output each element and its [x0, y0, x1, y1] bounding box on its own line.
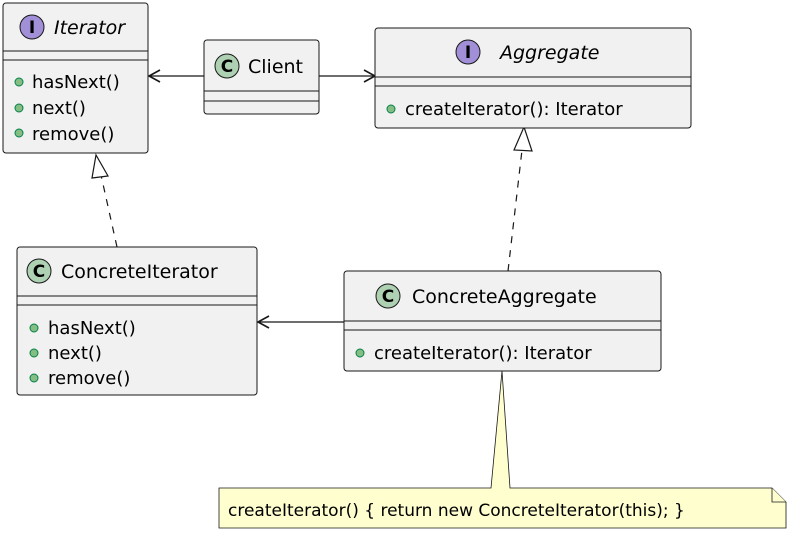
association-client-aggregate	[319, 69, 377, 83]
interface-badge-icon	[19, 14, 45, 40]
method: remove()	[32, 124, 114, 145]
public-method-icon	[14, 128, 24, 138]
public-method-icon	[14, 103, 24, 113]
realization-concreteiterator-iterator	[91, 153, 118, 248]
badge-letter: C	[221, 57, 233, 77]
class-badge-icon	[214, 53, 240, 79]
class-name: Aggregate	[498, 42, 599, 64]
public-method-icon	[29, 373, 39, 383]
method: hasNext()	[32, 72, 120, 93]
class-aggregate[interactable]: I Aggregate createIterator(): Iterator	[374, 27, 692, 129]
class-client[interactable]: C Client	[203, 39, 320, 115]
class-badge-icon	[26, 258, 52, 284]
class-iterator[interactable]: I Iterator hasNext() next() remove()	[2, 2, 149, 154]
badge-letter: I	[465, 43, 471, 63]
class-badge-icon	[375, 283, 401, 309]
class-name: Iterator	[54, 17, 126, 39]
note-text: createIterator() { return new ConcreteIt…	[228, 501, 685, 521]
class-concreteaggregate[interactable]: C ConcreteAggregate createIterator(): It…	[343, 270, 662, 372]
class-concreteiterator[interactable]: C ConcreteIterator hasNext() next() remo…	[16, 246, 258, 396]
public-method-icon	[14, 77, 24, 87]
method: next()	[48, 343, 102, 364]
class-name: ConcreteAggregate	[412, 286, 597, 308]
badge-letter: C	[33, 262, 45, 282]
badge-letter: I	[29, 18, 35, 38]
method: next()	[32, 98, 86, 119]
method: createIterator(): Iterator	[374, 343, 592, 364]
note-createiterator: createIterator() { return new ConcreteIt…	[218, 370, 787, 529]
method: createIterator(): Iterator	[405, 99, 623, 120]
class-name: ConcreteIterator	[61, 261, 218, 283]
public-method-icon	[29, 323, 39, 333]
association-concreteaggregate-concreteiterator	[256, 315, 344, 329]
class-name: Client	[248, 56, 303, 78]
association-client-iterator	[147, 69, 204, 83]
method: remove()	[48, 368, 130, 389]
public-method-icon	[29, 348, 39, 358]
method: hasNext()	[48, 318, 136, 339]
badge-letter: C	[382, 287, 394, 307]
public-method-icon	[386, 104, 396, 114]
interface-badge-icon	[455, 39, 481, 65]
realization-concreteaggregate-aggregate	[507, 125, 533, 272]
public-method-icon	[355, 348, 365, 358]
